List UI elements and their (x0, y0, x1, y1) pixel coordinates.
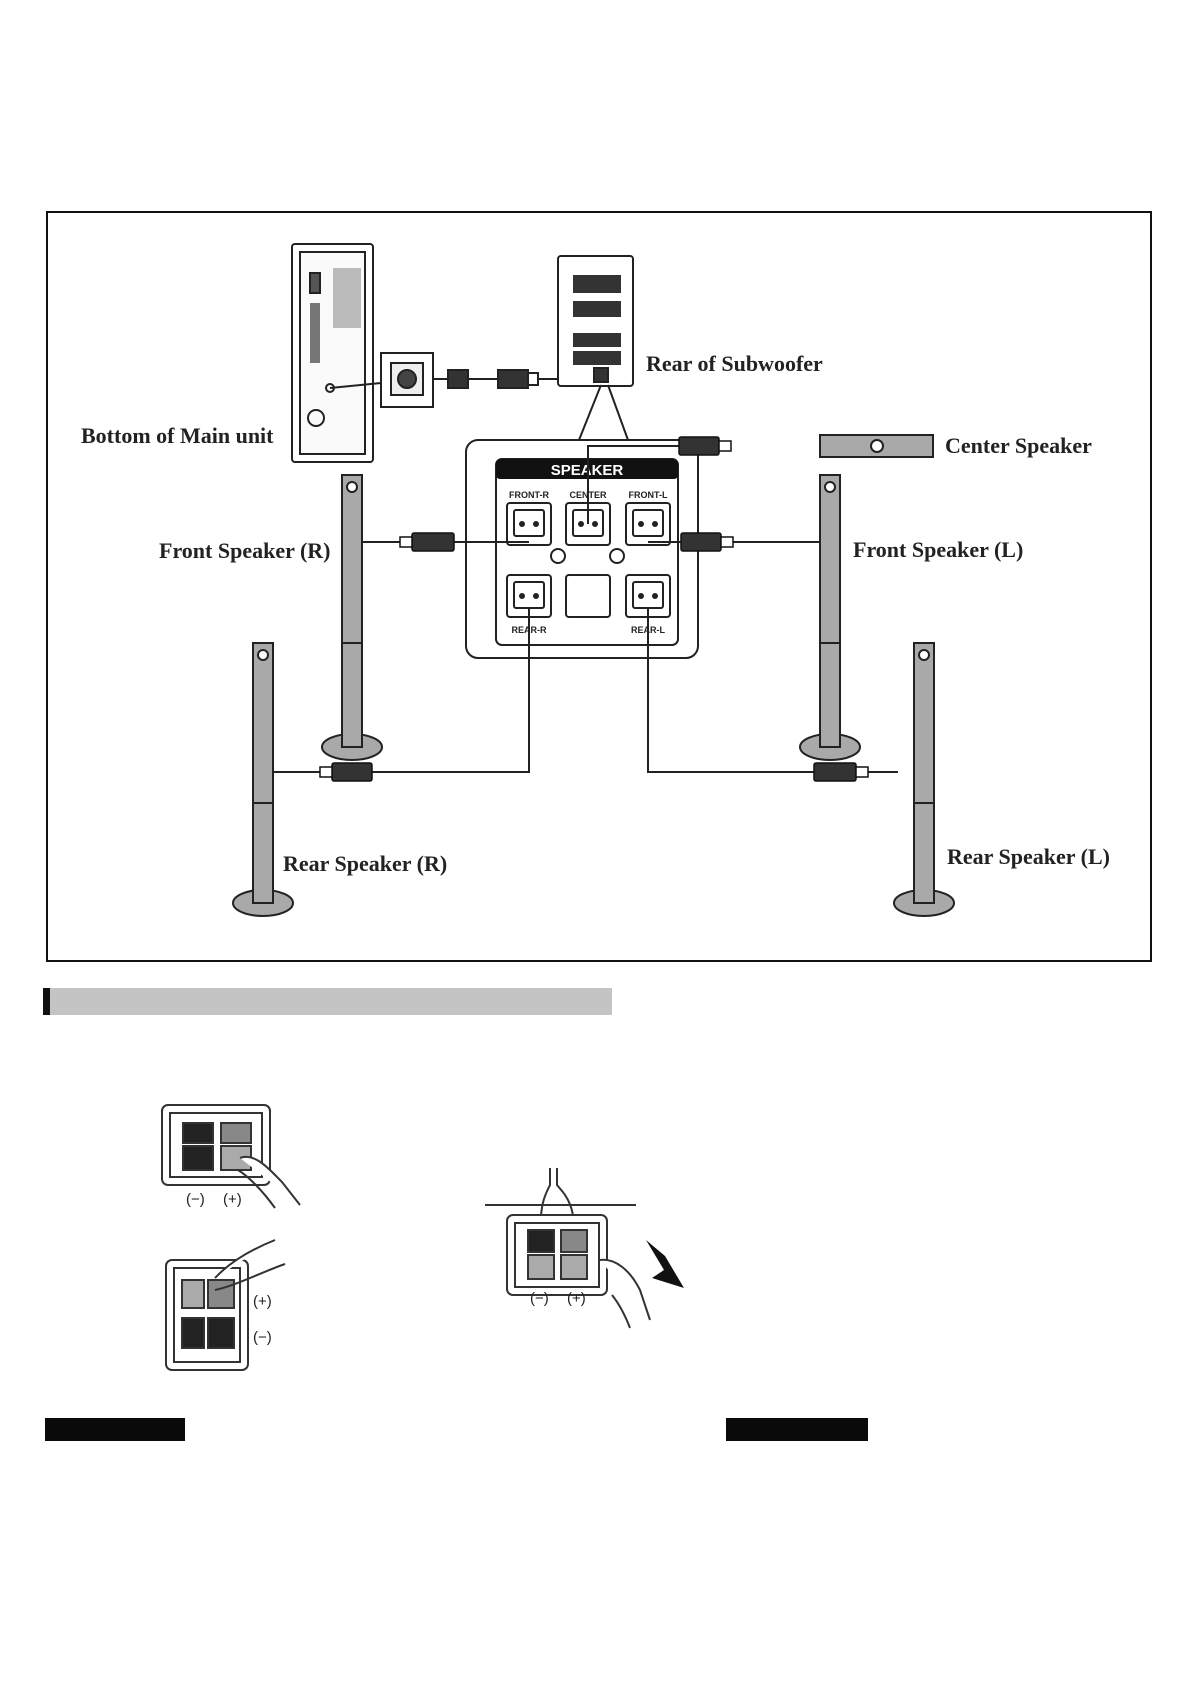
label-center-speaker: Center Speaker (945, 433, 1092, 458)
terminal-label-front-r: FRONT-R (509, 490, 549, 500)
pull-direction-arrow-icon (646, 1240, 684, 1288)
speaker-plugs (319, 436, 869, 782)
polarity-plus-side: (+) (253, 1293, 272, 1310)
polarity-minus-top: (−) (186, 1191, 205, 1208)
polarity-minus-right: (−) (530, 1290, 549, 1307)
terminal-label-front-l: FRONT-L (629, 490, 668, 500)
front-speaker-l-illustration (799, 474, 861, 761)
polarity-plus-right: (+) (567, 1290, 586, 1307)
terminal-horizontal-illustration (161, 1104, 301, 1209)
connection-diagram: SPEAKER FRONT-R CENTER FRONT-L REAR-R RE… (46, 211, 1152, 962)
label-rear-speaker-r: Rear Speaker (R) (283, 851, 447, 876)
terminal-vertical-illustration (165, 1239, 286, 1371)
label-subwoofer: Rear of Subwoofer (646, 351, 823, 376)
center-speaker-illustration (819, 434, 934, 458)
label-rear-speaker-l: Rear Speaker (L) (947, 844, 1110, 869)
rear-speaker-l-illustration (893, 642, 955, 917)
main-unit-connector-callout (380, 352, 434, 408)
front-speaker-r-illustration (321, 474, 383, 761)
main-unit-illustration (291, 243, 374, 463)
label-front-speaker-r: Front Speaker (R) (159, 538, 331, 563)
subwoofer-illustration (557, 255, 634, 387)
rear-speaker-r-illustration (232, 642, 294, 917)
speaker-terminal-panel: SPEAKER FRONT-R CENTER FRONT-L REAR-R RE… (465, 439, 699, 659)
note-tab-left (45, 1418, 185, 1441)
note-tab-right (726, 1418, 868, 1441)
polarity-plus-top: (+) (223, 1191, 242, 1208)
terminal-wire-inserted-illustration (485, 1168, 651, 1329)
label-main-unit: Bottom of Main unit (81, 423, 274, 448)
label-front-speaker-l: Front Speaker (L) (853, 537, 1023, 562)
section-heading-bar (43, 988, 612, 1015)
polarity-minus-side: (−) (253, 1329, 272, 1346)
